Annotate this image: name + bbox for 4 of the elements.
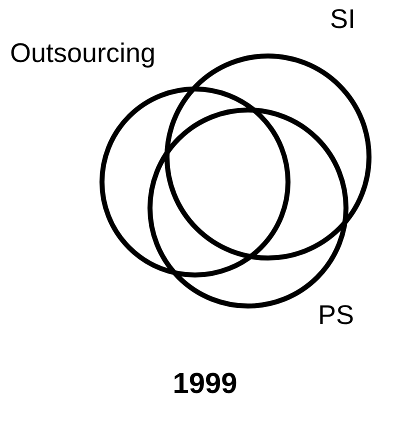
set-label: PS xyxy=(318,302,354,329)
set-label: SI xyxy=(330,6,356,33)
caption: 1999 xyxy=(172,368,238,400)
set-label: Outsourcing xyxy=(10,40,156,67)
